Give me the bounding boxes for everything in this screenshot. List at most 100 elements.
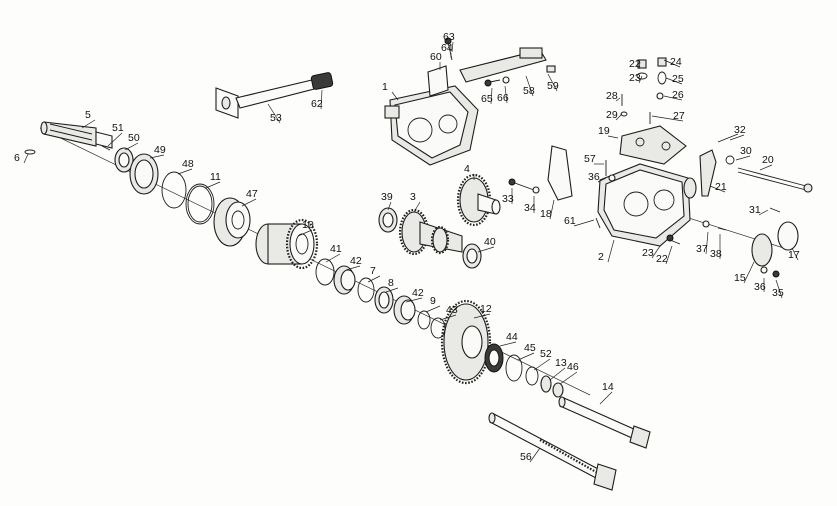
part-50-seal <box>114 147 134 173</box>
part-62-bushing <box>310 72 334 90</box>
callout-leader-3 <box>413 201 421 213</box>
callout-leader-2 <box>607 239 615 263</box>
part-3-countershaft <box>398 208 463 256</box>
callout-leader-44 <box>499 341 517 347</box>
part-number-label-60: 60 <box>430 51 442 63</box>
callout-leader-42 <box>345 265 361 271</box>
part-number-label-40: 40 <box>484 236 496 248</box>
callout-leader-56 <box>529 447 541 463</box>
part-15-cover-plate <box>751 221 799 267</box>
callout-leader-43 <box>439 314 457 321</box>
part-number-label-14: 14 <box>602 381 614 393</box>
callout-leader-17 <box>791 247 799 261</box>
part-number-label-26: 26 <box>672 89 684 101</box>
part-number-label-22: 22 <box>629 58 641 70</box>
callout-leader-10 <box>297 229 313 237</box>
callout-leader-51 <box>107 132 123 147</box>
part-number-label-27: 27 <box>673 110 685 122</box>
callout-leader-35 <box>775 279 783 299</box>
part-number-label-2: 2 <box>598 251 604 263</box>
part-number-label-59: 59 <box>547 80 559 92</box>
part-9-ring <box>417 310 431 330</box>
part-number-label-23: 23 <box>629 72 641 84</box>
part-40-bearing <box>462 243 482 269</box>
callout-leader-23 <box>651 245 661 259</box>
part-number-label-32: 32 <box>734 124 746 136</box>
part-number-label-62: 62 <box>311 98 323 110</box>
part-52-ring <box>525 366 539 386</box>
part-number-label-52: 52 <box>540 348 552 360</box>
part-number-label-48: 48 <box>182 158 194 170</box>
part-number-label-15: 15 <box>734 272 746 284</box>
part-number-label-64: 64 <box>441 42 453 54</box>
part-41-ring <box>315 258 335 286</box>
callout-leader-45 <box>517 352 535 361</box>
callout-leader-32 <box>729 134 745 141</box>
callout-leader-25 <box>665 77 683 85</box>
part-number-label-65: 65 <box>481 93 493 105</box>
part-18-gasket <box>547 145 573 201</box>
callout-leader-52 <box>533 358 551 371</box>
callout-leader-40 <box>477 246 495 253</box>
callout-leader-5 <box>81 119 96 129</box>
part-number-label-11: 11 <box>210 171 221 183</box>
callout-leader-66 <box>504 85 508 104</box>
part-number-label-35: 35 <box>772 287 784 299</box>
part-number-label-57: 57 <box>584 153 596 165</box>
part-39-bearing <box>378 207 398 233</box>
part-45-circlip <box>505 354 523 382</box>
callout-leader-20 <box>759 164 773 171</box>
part-number-label-9: 9 <box>430 295 436 307</box>
callout-leader-21 <box>709 185 726 193</box>
part-number-label-66: 66 <box>497 92 509 104</box>
part-number-label-5: 5 <box>85 109 91 121</box>
part-number-label-1: 1 <box>382 81 388 93</box>
callout-leader-24 <box>663 59 681 68</box>
part-number-label-38: 38 <box>710 248 722 260</box>
part-46-nut <box>552 382 564 398</box>
part-42b-bearing <box>393 295 416 325</box>
part-number-label-46: 46 <box>567 361 579 373</box>
part-number-label-3: 3 <box>410 191 416 203</box>
part-31-spring <box>769 207 781 213</box>
callout-leader-48 <box>177 168 193 175</box>
part-7-ring <box>357 277 375 303</box>
part-number-label-17: 17 <box>788 249 800 261</box>
part-number-label-42: 42 <box>350 255 362 267</box>
part-33-34-bolts <box>508 160 780 278</box>
part-48-circlip <box>161 171 187 209</box>
callout-leader-42 <box>405 297 423 303</box>
part-number-label-24: 24 <box>670 56 682 68</box>
callout-leader-36 <box>597 177 607 183</box>
callout-leader-12 <box>473 313 491 319</box>
callout-leader-31 <box>758 209 769 216</box>
part-number-label-41: 41 <box>330 243 342 255</box>
callout-leader-37 <box>705 231 709 255</box>
part-51-pin <box>101 145 111 151</box>
part-number-label-28: 28 <box>606 90 618 102</box>
callout-leader-58 <box>525 75 534 97</box>
callout-leader-65 <box>490 87 493 105</box>
part-6-key <box>24 149 36 155</box>
callout-leader-9 <box>425 305 441 313</box>
part-number-label-30: 30 <box>740 145 752 157</box>
callout-leader-49 <box>149 154 165 159</box>
callout-leader-22 <box>638 61 641 70</box>
part-number-label-33: 33 <box>502 193 514 205</box>
part-number-label-34: 34 <box>524 202 536 214</box>
callout-leader-62 <box>320 89 323 110</box>
part-number-label-6: 6 <box>14 152 20 164</box>
callout-leader-61 <box>573 219 595 227</box>
callout-leader-7 <box>367 275 381 283</box>
part-number-label-53: 53 <box>270 112 282 124</box>
part-number-label-51: 51 <box>112 122 124 134</box>
part-number-label-29: 29 <box>606 109 618 121</box>
part-49-ring <box>129 153 159 195</box>
callout-leader-23 <box>638 75 643 84</box>
part-number-label-58: 58 <box>523 85 535 97</box>
part-number-label-63: 63 <box>443 31 455 43</box>
part-44-bearing <box>484 343 504 373</box>
part-number-label-8: 8 <box>388 277 394 289</box>
